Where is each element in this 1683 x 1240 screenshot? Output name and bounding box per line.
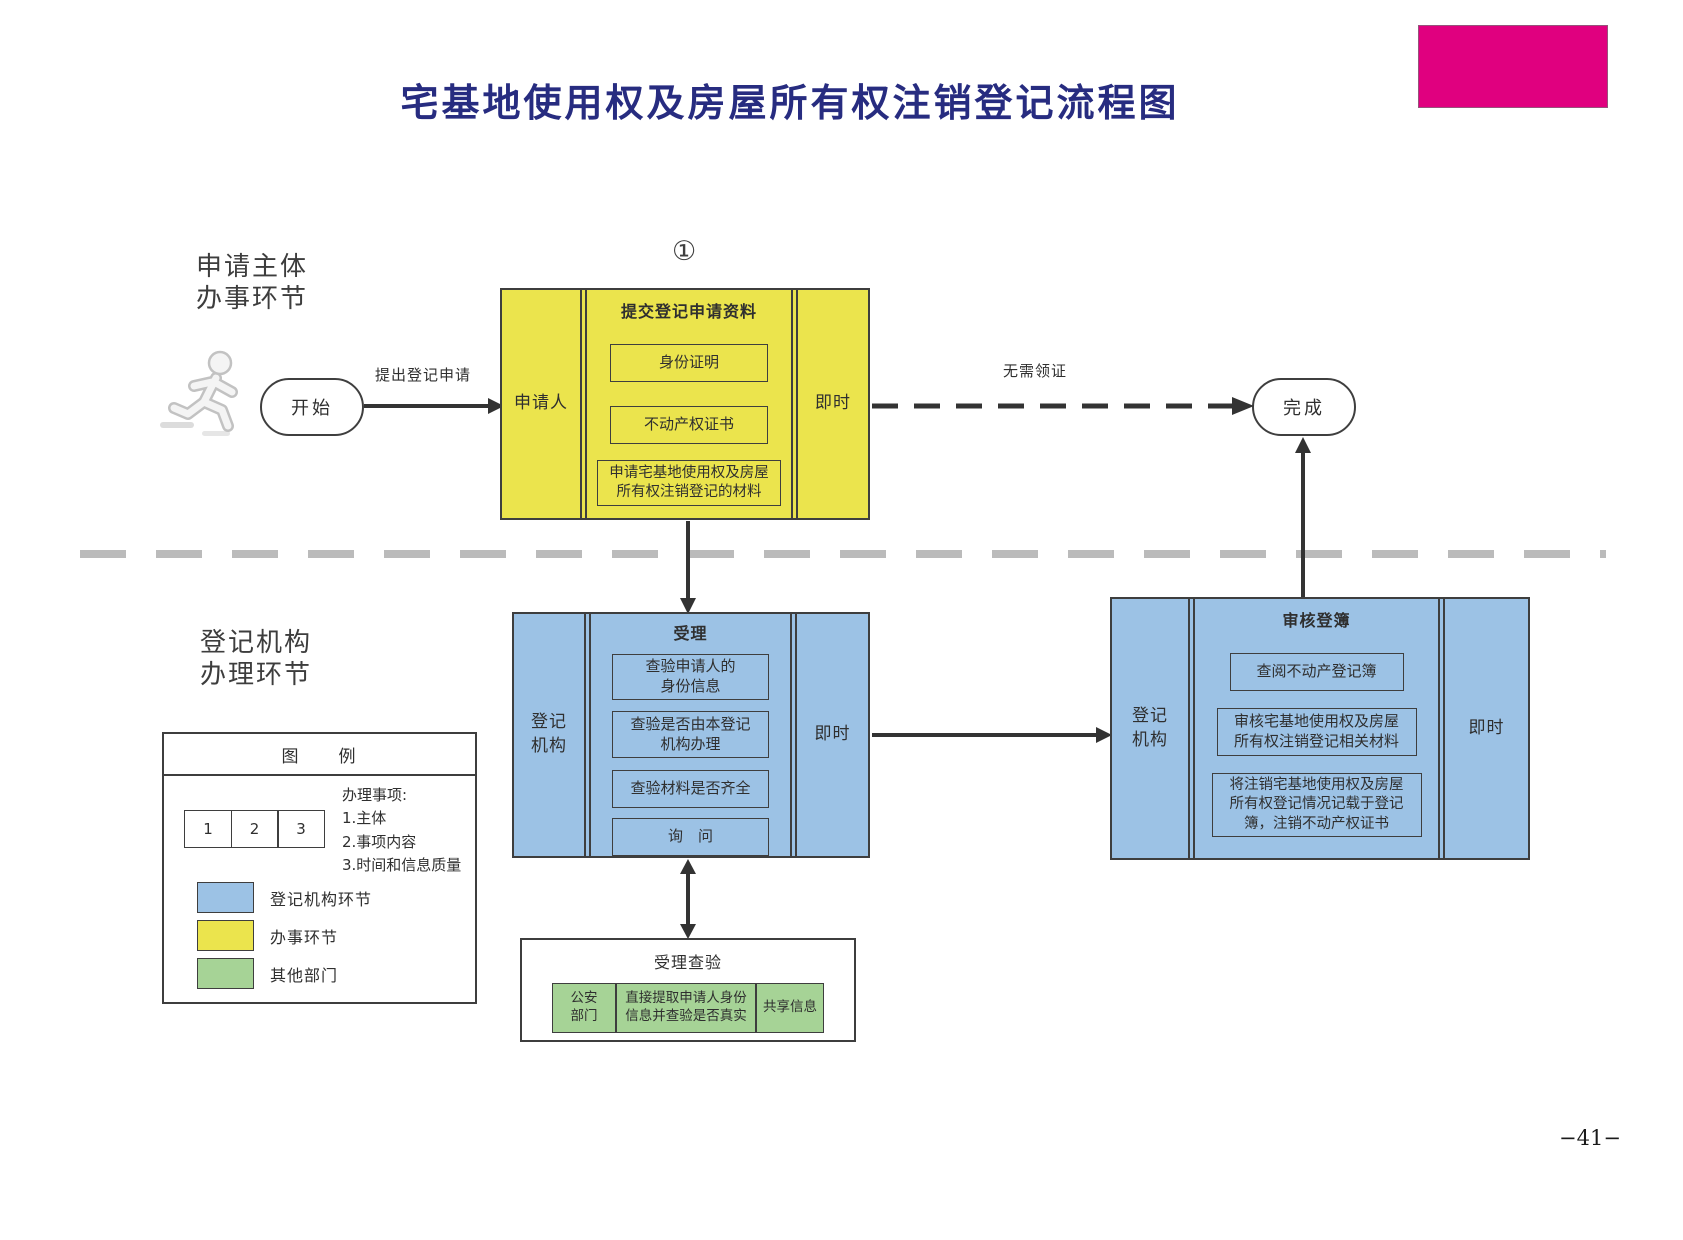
verify-result-cell: 共享信息	[763, 999, 817, 1016]
page-title: 宅基地使用权及房屋所有权注销登记流程图	[400, 80, 1180, 125]
accept-stage-title: 受理	[673, 624, 708, 643]
review-stage-title: 审核登簿	[1282, 611, 1351, 630]
verify-stage-title: 受理查验	[653, 953, 722, 972]
verify-stage-box: 受理查验 公安 部门 直接提取申请人身份 信息并查验是否真实 共享信息	[520, 938, 856, 1042]
legend-entry: 办事环节	[197, 920, 338, 951]
finish-node: 完成	[1252, 378, 1356, 436]
legend-notes: 办理事项: 1.主体 2.事项内容 3.时间和信息质量	[342, 784, 461, 877]
accept-item: 查验申请人的 身份信息	[612, 654, 769, 700]
legend-entry-label: 其他部门	[270, 965, 339, 985]
legend-step-cell: 3	[277, 810, 325, 848]
submit-arrow-label: 提出登记申请	[374, 366, 471, 384]
start-node: 开始	[260, 378, 364, 436]
verify-row: 公安 部门 直接提取申请人身份 信息并查验是否真实 共享信息	[552, 983, 824, 1033]
legend-entry: 登记机构环节	[197, 882, 372, 913]
brand-color-block	[1418, 25, 1608, 108]
accept-item: 查验材料是否齐全	[612, 770, 769, 808]
lane-divider-dashed-line	[80, 550, 1606, 558]
review-item: 审核宅基地使用权及房屋 所有权注销登记相关材料	[1216, 708, 1417, 756]
verify-action-cell: 直接提取申请人身份 信息并查验是否真实	[615, 984, 757, 1032]
lane-label-applicant: 申请主体 办事环节	[196, 252, 309, 314]
review-main-cell: 审核登簿 查阅不动产登记簿 审核宅基地使用权及房屋 所有权注销登记相关材料 将注…	[1193, 599, 1440, 858]
legend-swatch-blue	[197, 882, 254, 913]
apply-stage-box: 申请人 提交登记申请资料 身份证明 不动产权证书 申请宅基地使用权及房屋 所有权…	[500, 288, 870, 520]
arrow-accept-to-review	[872, 727, 1112, 743]
legend-note: 2.事项内容	[342, 832, 417, 851]
review-time-cell: 即时	[1443, 599, 1528, 858]
lane-label-registry: 登记机构 办理环节	[200, 628, 313, 690]
apply-main-cell: 提交登记申请资料 身份证明 不动产权证书 申请宅基地使用权及房屋 所有权注销登记…	[585, 290, 793, 518]
review-item: 查阅不动产登记簿	[1229, 653, 1404, 691]
accept-subject-cell: 登记 机构	[514, 614, 586, 856]
apply-item: 申请宅基地使用权及房屋 所有权注销登记的材料	[597, 460, 781, 506]
legend-box: 图 例 1 2 3 办理事项: 1.主体 2.事项内容 3.时间和信息质量 登记…	[162, 732, 477, 1004]
review-subject-cell: 登记 机构	[1112, 599, 1190, 858]
legend-entry-label: 登记机构环节	[270, 889, 373, 909]
apply-item: 身份证明	[610, 344, 768, 382]
apply-item: 不动产权证书	[610, 406, 768, 444]
arrow-review-to-finish	[1295, 437, 1311, 599]
apply-time-cell: 即时	[796, 290, 868, 518]
review-item: 将注销宅基地使用权及房屋 所有权登记情况记载于登记 簿，注销不动产权证书	[1211, 773, 1422, 837]
apply-subject-cell: 申请人	[502, 290, 582, 518]
legend-step-cell: 2	[230, 810, 279, 848]
step-number-badge: ①	[672, 236, 697, 267]
running-person-icon	[160, 350, 238, 436]
accept-item: 查验是否由本登记 机构办理	[612, 711, 769, 758]
no-cert-arrow-label: 无需领证	[1002, 362, 1067, 380]
legend-title: 图 例	[164, 734, 475, 776]
apply-stage-title: 提交登记申请资料	[620, 302, 757, 321]
accept-time-cell: 即时	[795, 614, 868, 856]
legend-step-cells: 1 2 3	[184, 810, 325, 848]
accept-item: 询 问	[612, 818, 769, 856]
accept-stage-box: 登记 机构 受理 查验申请人的 身份信息 查验是否由本登记 机构办理 查验材料是…	[512, 612, 870, 858]
legend-swatch-yellow	[197, 920, 254, 951]
arrow-start-to-apply	[364, 398, 504, 414]
legend-step-cell: 1	[184, 810, 232, 848]
legend-note: 1.主体	[342, 809, 387, 828]
legend-note: 3.时间和信息质量	[342, 855, 462, 874]
arrow-double-accept-verify	[680, 859, 696, 939]
legend-note-title: 办理事项:	[342, 786, 408, 804]
arrow-dashed-to-finish	[872, 397, 1254, 415]
legend-entry-label: 办事环节	[270, 927, 339, 947]
legend-entry: 其他部门	[197, 958, 338, 989]
page-number: −41−	[1559, 1126, 1621, 1150]
accept-main-cell: 受理 查验申请人的 身份信息 查验是否由本登记 机构办理 查验材料是否齐全 询 …	[589, 614, 792, 856]
arrow-apply-to-accept	[680, 521, 696, 614]
verify-dept-cell: 公安 部门	[570, 990, 598, 1024]
review-stage-box: 登记 机构 审核登簿 查阅不动产登记簿 审核宅基地使用权及房屋 所有权注销登记相…	[1110, 597, 1530, 860]
legend-swatch-green	[197, 958, 254, 989]
